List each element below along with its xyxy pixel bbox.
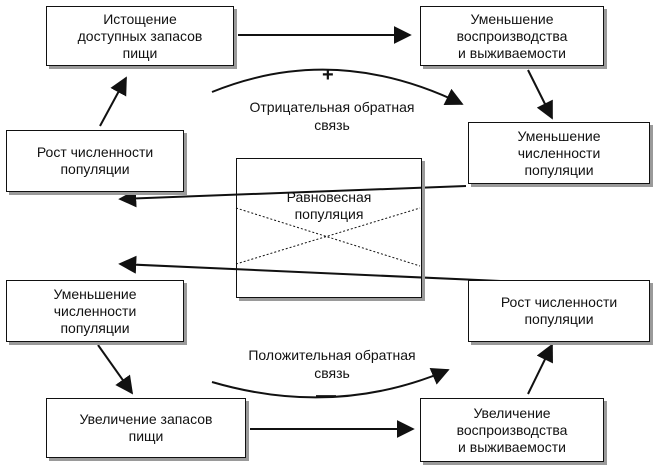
curve-negative-loop bbox=[211, 68, 464, 105]
node-population-growth-lower-label: Рост численности популяции bbox=[500, 294, 618, 327]
arrow-top-right-to-mid-right-upper bbox=[527, 69, 553, 120]
positive-loop-label: Положительная обратная связь bbox=[248, 347, 416, 381]
node-increased-reproduction: Увеличение воспроизводства и выживаемост… bbox=[420, 398, 604, 462]
node-increased-reproduction-label: Увеличение воспроизводства и выживаемост… bbox=[456, 404, 568, 455]
positive-loop-sign: — bbox=[316, 384, 336, 406]
node-population-growth-upper-label: Рост численности популяции bbox=[36, 144, 154, 177]
curve-positive-loop bbox=[211, 368, 450, 399]
arrow-mid-left-upper-to-top-left bbox=[99, 76, 127, 127]
node-food-depletion-label: Истощение доступных запасов пищи bbox=[77, 10, 203, 61]
node-population-decrease-lower-label: Уменьшение численности популяции bbox=[53, 285, 137, 336]
negative-loop-sign: + bbox=[322, 64, 334, 86]
center-equilibrium-box: Равновесная популяция bbox=[236, 158, 422, 298]
arrow-mid-right-upper-to-mid-left-upper bbox=[118, 185, 467, 208]
node-population-decrease-lower: Уменьшение численности популяции bbox=[6, 280, 184, 342]
center-equilibrium-label: Равновесная популяция bbox=[286, 189, 372, 222]
dotted-cross-a bbox=[235, 207, 421, 267]
node-reduced-reproduction: Уменьшение воспроизводства и выживаемост… bbox=[420, 6, 604, 66]
node-food-increase-label: Увеличение запасов пищи bbox=[79, 411, 213, 444]
arrow-mid-left-lower-to-bottom-left bbox=[97, 344, 134, 395]
node-food-increase: Увеличение запасов пищи bbox=[46, 398, 246, 458]
node-population-growth-lower: Рост численности популяции bbox=[468, 280, 650, 342]
node-population-growth-upper: Рост численности популяции bbox=[6, 130, 184, 192]
node-population-decrease-upper-label: Уменьшение численности популяции bbox=[517, 127, 601, 178]
arrow-bottom-right-to-mid-right-lower bbox=[527, 343, 553, 395]
node-food-depletion: Истощение доступных запасов пищи bbox=[46, 6, 234, 66]
negative-loop-label: Отрицательная обратная связь bbox=[249, 99, 415, 133]
node-population-decrease-upper: Уменьшение численности популяции bbox=[468, 122, 650, 184]
dotted-cross-b bbox=[235, 207, 421, 265]
arrow-mid-right-lower-to-mid-left-lower bbox=[118, 255, 523, 283]
node-reduced-reproduction-label: Уменьшение воспроизводства и выживаемост… bbox=[456, 10, 568, 61]
